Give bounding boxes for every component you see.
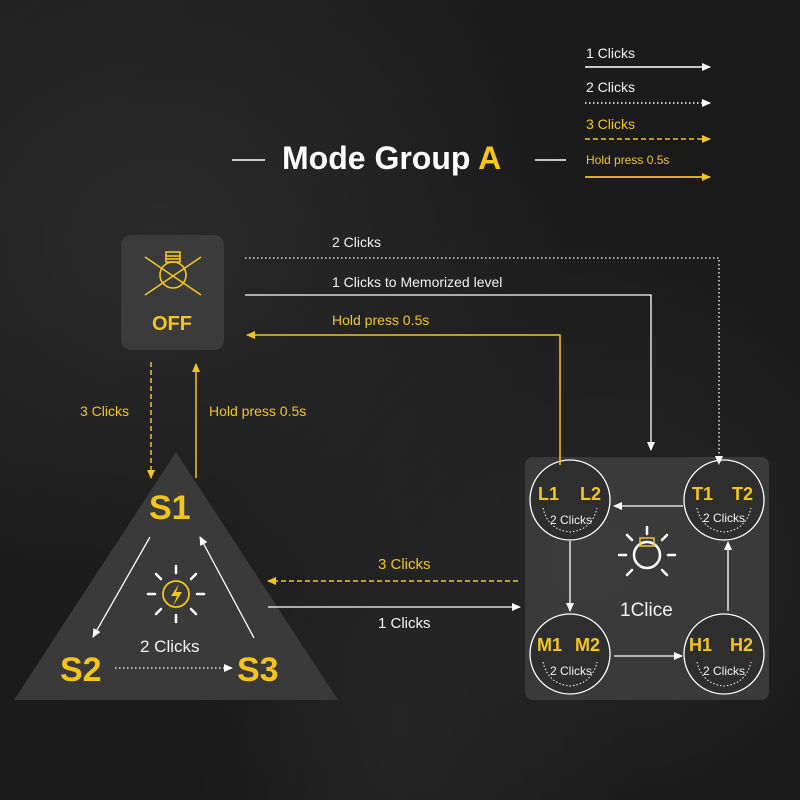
mode-s2: S2 [60, 651, 102, 689]
mode-high-sub: 2 Clicks [703, 664, 746, 678]
page-title: Mode Group A [282, 140, 501, 177]
arrow-1click-memorized [245, 294, 655, 451]
label-1-click-memorized: 1 Clicks to Memorized level [332, 274, 503, 290]
lightning-bolt-icon [171, 584, 182, 606]
mode-circle-low [529, 459, 611, 541]
mode-circle-high [683, 613, 765, 695]
label-1-click-mid: 1 Clicks [378, 615, 431, 632]
mode-l1: L1 [538, 484, 560, 504]
mode-m2: M2 [575, 635, 601, 655]
s-mode-triangle [14, 452, 338, 700]
mode-circle-med [529, 613, 611, 695]
arrow-s1-s2 [92, 536, 151, 638]
mode-turbo-sub: 2 Clicks [703, 511, 746, 525]
off-label: OFF [152, 313, 192, 335]
triangle-center-label: 2 Clicks [140, 637, 200, 656]
mode-s1: S1 [149, 489, 191, 527]
mode-s3: S3 [237, 651, 279, 689]
mode-med-sub: 2 Clicks [550, 664, 593, 678]
mode-t2: T2 [732, 484, 754, 504]
label-2-clicks-top: 2 Clicks [332, 234, 382, 250]
mode-circle-turbo [683, 459, 765, 541]
cycle-arcs [542, 507, 752, 687]
light-off-icon [144, 251, 202, 296]
arrow-s3-s1 [199, 536, 255, 639]
mode-t1: T1 [692, 484, 714, 504]
mode-l2: L2 [580, 484, 602, 504]
light-on-icon [617, 525, 677, 577]
label-hold-press-left: Hold press 0.5s [209, 403, 307, 419]
off-box [121, 235, 224, 350]
panel-center-label: 1Clice [620, 600, 673, 621]
mode-low-sub: 2 Clicks [550, 513, 593, 527]
legend-label-2-clicks: 2 Clicks [586, 79, 636, 95]
label-3-clicks-mid: 3 Clicks [378, 556, 431, 573]
legend-label-hold-press: Hold press 0.5s [586, 153, 670, 167]
bulb-base [639, 537, 655, 547]
title-accent: A [478, 140, 502, 176]
mode-m1: M1 [537, 635, 563, 655]
strobe-light-icon [146, 564, 206, 624]
label-3-clicks-left: 3 Clicks [80, 403, 130, 419]
mode-h2: H2 [730, 635, 754, 655]
arrow-hold-press-top [246, 331, 561, 465]
title-main: Mode Group [282, 140, 479, 176]
mode-h1: H1 [689, 635, 713, 655]
legend-label-1-clicks: 1 Clicks [586, 45, 636, 61]
legend-label-3-clicks: 3 Clicks [586, 116, 636, 132]
label-hold-press-top: Hold press 0.5s [332, 312, 430, 328]
